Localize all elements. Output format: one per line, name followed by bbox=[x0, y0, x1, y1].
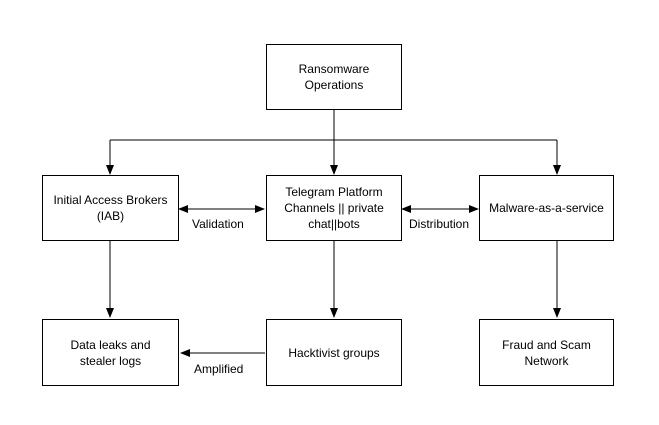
node-ransomware-operations: Ransomware Operations bbox=[266, 44, 402, 110]
label-amplified: Amplified bbox=[194, 362, 244, 376]
node-telegram-platform: Telegram Platform Channels || private ch… bbox=[266, 175, 402, 241]
node-initial-access-brokers: Initial Access Brokers (IAB) bbox=[42, 175, 179, 241]
node-hacktivist-groups: Hacktivist groups bbox=[266, 319, 402, 386]
node-malware-as-a-service: Malware-as-a-service bbox=[479, 175, 614, 241]
label-distribution: Distribution bbox=[409, 217, 470, 231]
label-validation: Validation bbox=[192, 217, 244, 231]
node-fraud-and-scam: Fraud and Scam Network bbox=[479, 319, 614, 386]
node-data-leaks: Data leaks and stealer logs bbox=[42, 319, 179, 386]
